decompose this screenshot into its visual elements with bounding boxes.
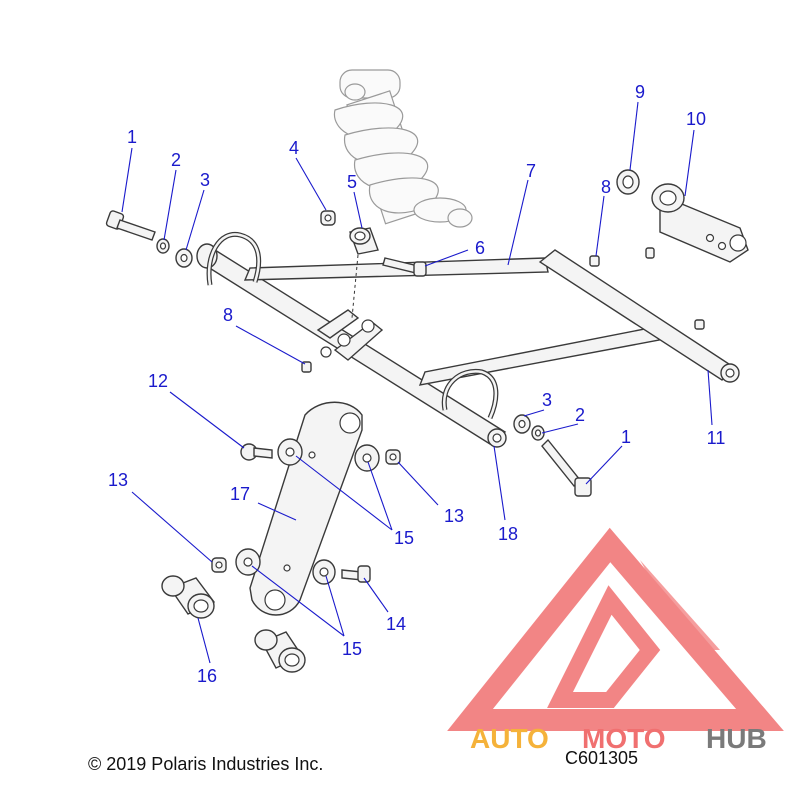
callout-9: 9 xyxy=(635,82,645,102)
callout-2-right: 2 xyxy=(575,405,585,425)
grease-fitting-upper xyxy=(589,247,655,267)
bushing-16-right xyxy=(254,629,306,673)
nut-4 xyxy=(320,210,336,226)
bushing-16-left xyxy=(161,575,216,619)
callout-1-right: 1 xyxy=(621,427,631,447)
bushing-5 xyxy=(349,227,379,255)
callout-8-upper: 8 xyxy=(601,177,611,197)
callout-18: 18 xyxy=(498,524,518,544)
bolt-left xyxy=(105,210,156,241)
washers-15-lower xyxy=(235,548,336,585)
callout-11: 11 xyxy=(707,428,726,448)
bolt-right xyxy=(541,438,592,497)
watermark-word-hub: HUB xyxy=(706,723,767,754)
watermark-logo xyxy=(447,527,784,731)
bolt-6 xyxy=(382,257,427,277)
callout-17: 17 xyxy=(230,484,250,504)
callout-labels: 1 2 3 4 5 6 7 8 9 10 8 11 12 3 2 1 13 13… xyxy=(108,82,725,686)
callout-7: 7 xyxy=(526,161,536,181)
callout-1: 1 xyxy=(127,127,137,147)
callout-8-left: 8 xyxy=(223,305,233,325)
callout-14: 14 xyxy=(386,614,406,634)
link-17 xyxy=(249,401,363,616)
callout-13-left: 13 xyxy=(108,470,128,490)
diagram-code: C601305 xyxy=(565,748,638,768)
grease-fitting-rear xyxy=(694,319,705,330)
watermark-word-auto: AUTO xyxy=(470,723,549,754)
bolt-14 xyxy=(341,565,371,583)
callout-15-upper: 15 xyxy=(394,528,414,548)
shock-absorber xyxy=(333,69,473,228)
washers-15-upper xyxy=(277,438,380,472)
watermark-wordmark: AUTO MOTO HUB xyxy=(470,723,767,754)
leader-lines xyxy=(121,101,713,664)
pivot-bracket-10 xyxy=(651,183,749,263)
callout-12: 12 xyxy=(148,371,168,391)
a-arm xyxy=(196,231,740,448)
grease-fitting-left xyxy=(301,361,312,373)
callout-3-right: 3 xyxy=(542,390,552,410)
callout-6: 6 xyxy=(475,238,485,258)
callout-3: 3 xyxy=(200,170,210,190)
nut-13-lower xyxy=(211,557,227,573)
watermark-word-moto: MOTO xyxy=(582,723,665,754)
washer-9 xyxy=(616,169,640,195)
copyright-text: © 2019 Polaris Industries Inc. xyxy=(88,754,323,774)
nut-13-upper xyxy=(385,449,401,465)
callout-15-lower: 15 xyxy=(342,639,362,659)
bolt-12 xyxy=(240,443,273,461)
callout-4: 4 xyxy=(289,138,299,158)
callout-5: 5 xyxy=(347,172,357,192)
callout-16: 16 xyxy=(197,666,217,686)
callout-10: 10 xyxy=(686,109,706,129)
callout-13-right: 13 xyxy=(444,506,464,526)
callout-2: 2 xyxy=(171,150,181,170)
